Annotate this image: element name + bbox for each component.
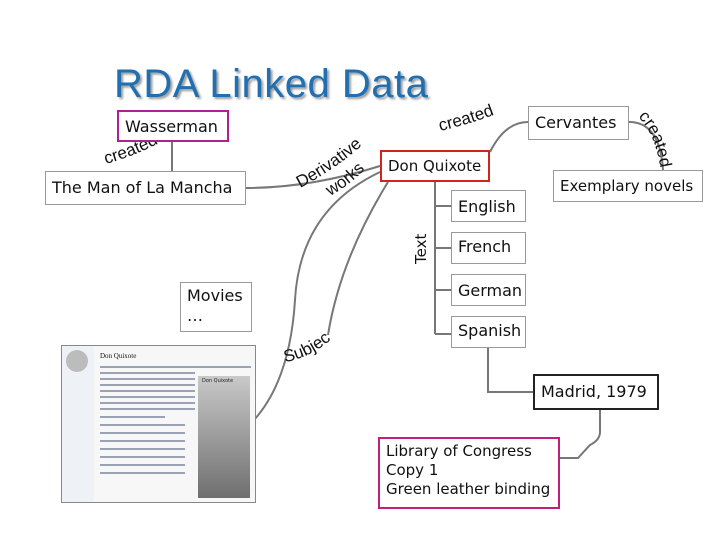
node-french: French bbox=[451, 232, 526, 264]
node-exemplary-novels: Exemplary novels bbox=[553, 170, 703, 202]
edge-spanish-madrid bbox=[487, 348, 533, 393]
wiki-text-line bbox=[100, 472, 185, 474]
loc-line-2: Copy 1 bbox=[386, 460, 439, 479]
node-madrid: Madrid, 1979 bbox=[533, 374, 659, 410]
edge-manofmancha-donquixote bbox=[245, 165, 381, 189]
embedded-wikipedia-screenshot: Don Quixote Don Quixote bbox=[61, 345, 256, 503]
node-spanish: Spanish bbox=[451, 316, 526, 348]
wiki-sidebar bbox=[62, 346, 94, 502]
node-library-of-congress: Library of Congress Copy 1 Green leather… bbox=[378, 437, 560, 509]
edge-cervantes-exemplary bbox=[628, 121, 664, 171]
wiki-text-line bbox=[100, 432, 185, 434]
edge-label-created-top: created bbox=[437, 101, 496, 135]
node-wasserman: Wasserman bbox=[117, 110, 229, 142]
wiki-text-line bbox=[100, 408, 195, 410]
wiki-text-line bbox=[100, 390, 195, 392]
wiki-text-line bbox=[100, 448, 185, 450]
movies-label: Movies bbox=[187, 286, 243, 305]
wiki-text-line bbox=[100, 396, 195, 398]
wiki-text-line bbox=[100, 378, 195, 380]
wiki-text-line bbox=[100, 416, 165, 418]
wiki-heading: Don Quixote bbox=[100, 352, 137, 360]
wiki-text-line bbox=[100, 402, 195, 404]
wiki-statue-photo bbox=[198, 376, 250, 498]
wiki-globe-icon bbox=[66, 350, 88, 372]
loc-line-1: Library of Congress bbox=[386, 442, 532, 460]
edge-donquixote-cervantes bbox=[489, 121, 529, 153]
wiki-text-line bbox=[100, 372, 195, 374]
wiki-text-line bbox=[100, 424, 185, 426]
wiki-text-line bbox=[100, 456, 185, 458]
node-man-of-la-mancha: The Man of La Mancha bbox=[45, 171, 246, 205]
page-title: RDA Linked Data bbox=[114, 62, 429, 106]
node-cervantes: Cervantes bbox=[528, 106, 629, 140]
edge-donquixote-subject bbox=[327, 181, 389, 336]
wiki-text-line bbox=[100, 440, 185, 442]
edge-donquixote-movies bbox=[253, 171, 381, 421]
node-don-quixote: Don Quixote bbox=[380, 150, 490, 182]
edge-label-text: Text bbox=[412, 233, 430, 264]
edge-madrid-loc bbox=[560, 410, 601, 459]
movies-ellipsis: … bbox=[187, 306, 203, 325]
wiki-text-line bbox=[100, 366, 251, 368]
node-english: English bbox=[451, 190, 526, 222]
wiki-photo-caption: Don Quixote bbox=[202, 378, 234, 384]
node-german: German bbox=[451, 274, 526, 306]
wiki-text-line bbox=[100, 464, 185, 466]
loc-line-3: Green leather binding bbox=[386, 479, 551, 498]
edge-label-created-right: created bbox=[635, 107, 675, 169]
wiki-text-line bbox=[100, 384, 195, 386]
node-movies: Movies … bbox=[180, 282, 252, 332]
